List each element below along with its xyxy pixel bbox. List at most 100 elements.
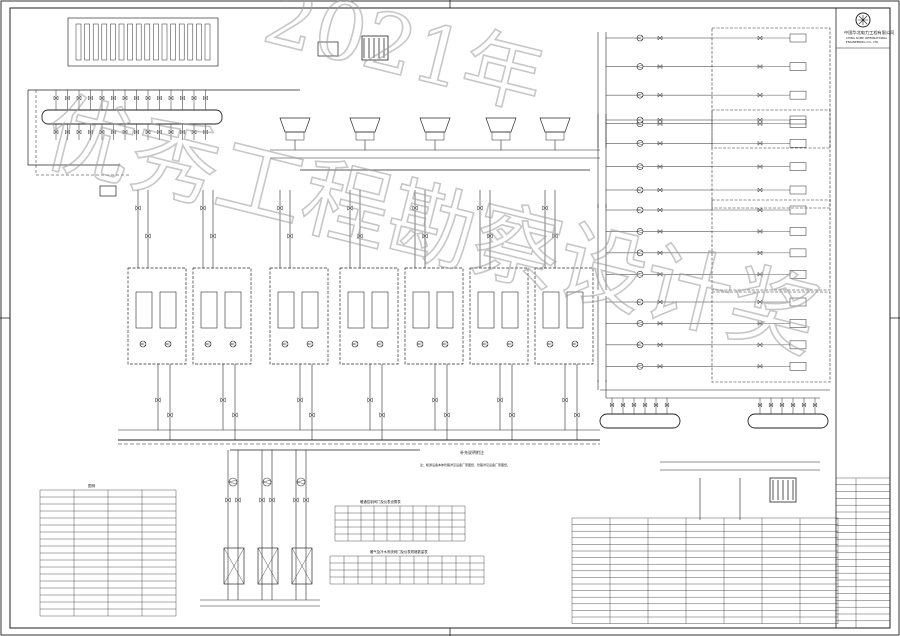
valve-icon [657, 320, 663, 327]
pump-icon [376, 340, 384, 348]
pump-icon [636, 63, 644, 70]
exchanger-plate [170, 23, 176, 61]
valve-icon [259, 497, 265, 503]
valve-icon [757, 402, 763, 408]
notes-line: 注：暖通设备本体管路详见设备厂家图纸，管路详见设备厂家图纸。 [420, 462, 510, 467]
exchanger-plate [135, 23, 142, 61]
booster-pump-skid [660, 461, 820, 520]
valve-icon [235, 497, 241, 503]
exchanger-plate [187, 23, 194, 61]
chiller-riser [479, 190, 513, 440]
stack-riser [227, 450, 239, 600]
valve-icon [232, 412, 238, 418]
pump-icon [636, 206, 644, 214]
pump-icon [351, 340, 359, 348]
valve-icon [180, 95, 185, 101]
valve-icon [657, 187, 663, 193]
valve-icon [309, 412, 315, 418]
valve-icon [657, 228, 663, 235]
valve-icon [657, 342, 663, 348]
valve-icon [609, 402, 615, 408]
valve-icon [76, 129, 82, 135]
pump-icon [636, 116, 644, 124]
exchanger-plate [75, 23, 82, 61]
cooling-tower [349, 117, 381, 133]
title-block-rows [836, 477, 890, 628]
cooling-tower [419, 117, 451, 133]
distributor-manifold [41, 90, 223, 140]
valve-icon [757, 207, 763, 213]
pump-icon [636, 163, 644, 170]
valve-icon [801, 402, 807, 408]
valve-icon [191, 95, 197, 101]
valve-icon [135, 205, 141, 211]
terminal-unit [789, 115, 807, 125]
equipment-list-table [571, 517, 839, 624]
terminal-unit [789, 139, 807, 148]
valve-icon [168, 95, 174, 101]
valve-icon [293, 497, 299, 503]
valve-icon [642, 402, 648, 408]
valve-icon [53, 95, 59, 101]
ahu-zone-box [711, 109, 831, 209]
valve-icon [657, 92, 663, 98]
pump-icon [481, 340, 489, 348]
valve-icon [167, 412, 173, 418]
pump-icon [262, 477, 272, 487]
valve-icon [757, 250, 763, 256]
valve-icon [757, 63, 763, 70]
valve-icon [111, 95, 116, 101]
exchanger-plate [127, 23, 133, 61]
chiller-unit-row [127, 190, 594, 440]
exchanger-plate [110, 23, 116, 61]
pump-icon [281, 340, 289, 348]
watermark-line-2: 2021年 [255, 0, 553, 127]
control-box [99, 185, 117, 197]
valve-icon [111, 129, 116, 135]
valve-icon [757, 92, 763, 98]
chiller-unit [269, 267, 329, 365]
pump-icon [228, 477, 238, 487]
chiller-unit [127, 267, 187, 365]
valve-icon [657, 140, 663, 146]
exchanger-plate [178, 23, 185, 61]
cooling-tower-row [279, 117, 571, 150]
pump-icon [204, 340, 212, 348]
ahu-zone-box [711, 199, 831, 291]
valve-icon [477, 205, 483, 211]
pump-icon [416, 340, 424, 348]
plate-exchanger-bank [67, 17, 219, 67]
notes-heading: 补充说明附注 [460, 449, 484, 455]
stack-riser [261, 450, 273, 600]
valve-icon [180, 129, 185, 135]
valve-icon [757, 363, 763, 369]
valve-icon [757, 187, 763, 193]
valve-icon [657, 207, 663, 213]
valve-icon [509, 412, 515, 418]
chiller-unit [339, 267, 399, 365]
chiller-riser [414, 190, 448, 440]
valve-icon [145, 233, 151, 239]
valve-icon [99, 95, 105, 101]
pump-icon [571, 340, 579, 348]
valve-icon [542, 205, 548, 211]
schedule-bottom-title: 暖气及冷水系统阀门及仪表规格数量表 [370, 549, 428, 554]
right-collector-tanks [599, 389, 830, 429]
pump-icon [636, 91, 644, 99]
terminal-unit [789, 185, 807, 195]
pump-icon [636, 186, 644, 194]
valve-icon [444, 412, 450, 418]
zone-riser [597, 296, 607, 382]
valve-icon [657, 363, 663, 369]
valve-icon [297, 397, 303, 403]
pump-icon [506, 340, 514, 348]
valve-icon [779, 402, 785, 408]
chiller-riser [202, 190, 236, 440]
terminal-unit [789, 33, 807, 43]
valve-icon [757, 35, 763, 41]
valve-icon [757, 342, 763, 348]
valve-icon [657, 35, 663, 41]
chiller-riser [279, 190, 313, 440]
valve-icon [168, 129, 174, 135]
valve-icon [220, 397, 226, 403]
